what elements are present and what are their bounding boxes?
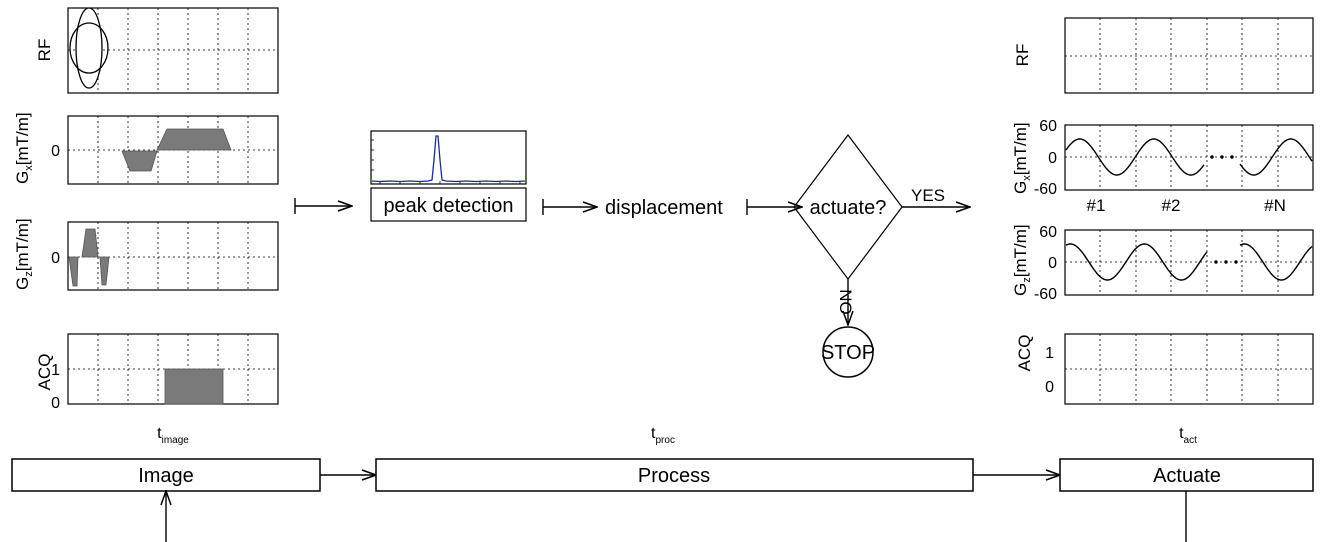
process-stage-label: Process [638, 465, 710, 487]
t-act-label: tact [1179, 425, 1197, 446]
right-acq-grid [1065, 334, 1313, 404]
gz-actuation-waveform [1065, 243, 1313, 281]
spectrum-plot [370, 130, 527, 185]
right-gx-ytick-0: 0 [1048, 150, 1057, 167]
left-gz-ylabel-main: G [13, 277, 32, 290]
gx-readout-lobe [156, 128, 232, 151]
stop-circle [822, 326, 874, 378]
acq-window [164, 368, 224, 405]
peak-detection-box [370, 187, 527, 222]
image-stage-box [11, 458, 321, 492]
displacement-label: displacement [605, 197, 723, 219]
process-flow: peak detection displacement actuate? YES… [294, 130, 970, 446]
left-gz-grid [68, 222, 278, 290]
left-gx-panel: 0 Gx[mT/m] [13, 112, 279, 185]
peak-detection-label: peak detection [383, 195, 513, 217]
rf-pulse-shape [69, 7, 109, 89]
left-gx-ylabel-sub: x [23, 165, 35, 171]
t-proc-sub: proc [656, 435, 675, 446]
actuate-stage-box [1059, 458, 1314, 492]
left-rf-ylabel: RF [35, 39, 54, 62]
left-gz-ylabel-unit: [mT/m] [13, 218, 32, 271]
left-gz-ylabel: Gz[mT/m] [13, 218, 35, 290]
right-gz-panel: 60 0 -60 Gz[mT/m] [1011, 224, 1314, 303]
yes-label: YES [911, 186, 945, 205]
right-gx-ytick-60: 60 [1039, 118, 1057, 135]
pulse-label-2: #2 [1162, 196, 1181, 215]
right-acq-panel: 1 0 ACQ [1015, 333, 1314, 405]
left-gz-ytick-0: 0 [51, 250, 60, 267]
right-gx-ylabel: Gx[mT/m] [1011, 122, 1033, 194]
stop-label: STOP [821, 342, 875, 364]
pulse-label-n: #N [1264, 196, 1286, 215]
left-acq-ytick-0: 0 [51, 395, 60, 412]
right-acq-ytick-0: 0 [1045, 379, 1054, 396]
left-sequence-panels: RF 0 Gx[mT/m] [13, 7, 279, 446]
right-gz-ylabel-sub: z [1021, 277, 1033, 283]
gx-prephaser-lobe [121, 150, 158, 172]
right-gx-ylabel-main: G [1011, 181, 1030, 194]
svg-text:Gx[mT/m]: Gx[mT/m] [1011, 122, 1033, 194]
left-rf-grid [68, 8, 278, 93]
svg-text:Gz[mT/m]: Gz[mT/m] [13, 218, 35, 290]
gx-actuation-waveform [1065, 138, 1313, 176]
t-act-main: t [1179, 425, 1184, 442]
gz-ellipsis-dots [1214, 260, 1238, 264]
right-gz-ylabel-unit: [mT/m] [1011, 224, 1030, 277]
right-gx-ylabel-unit: [mT/m] [1011, 122, 1030, 175]
t-image-sub: image [162, 435, 190, 446]
right-gz-ytick-0: 0 [1048, 255, 1057, 272]
gx-ellipsis-dots [1210, 155, 1234, 159]
left-gx-ytick-0: 0 [51, 143, 60, 160]
right-sequence-panels: RF 60 0 -60 #1 #2 #N [1011, 17, 1314, 446]
left-acq-ytick-1: 1 [51, 362, 60, 379]
right-gz-ytick-neg60: -60 [1034, 286, 1057, 303]
left-gx-ylabel-main: G [13, 171, 32, 184]
t-proc-label: tproc [651, 425, 675, 446]
t-image-label: timage [157, 425, 189, 446]
t-act-sub: act [1184, 435, 1198, 446]
right-gz-ylabel-main: G [1011, 283, 1030, 296]
svg-text:Gz[mT/m]: Gz[mT/m] [1011, 224, 1033, 296]
decision-label: actuate? [810, 197, 887, 219]
right-rf-grid [1065, 18, 1313, 93]
image-stage-label: Image [138, 465, 194, 487]
right-gz-grid [1065, 230, 1313, 295]
left-gz-ylabel-sub: z [23, 271, 35, 277]
gz-slice-select-shape [68, 228, 110, 287]
left-gz-panel: 0 Gz[mT/m] [13, 218, 279, 291]
right-acq-ytick-1: 1 [1045, 345, 1054, 362]
no-label: NO [836, 289, 855, 315]
right-gz-ylabel: Gz[mT/m] [1011, 224, 1033, 296]
right-rf-ylabel: RF [1013, 44, 1032, 67]
actuate-stage-label: Actuate [1153, 465, 1221, 487]
right-gx-ylabel-sub: x [1021, 175, 1033, 181]
left-acq-ylabel: ACQ [35, 354, 54, 391]
t-proc-main: t [651, 425, 656, 442]
right-rf-panel: RF [1013, 17, 1314, 94]
spectrum-trace [371, 135, 526, 183]
svg-text:Gx[mT/m]: Gx[mT/m] [13, 112, 35, 184]
process-stage-box [375, 458, 974, 492]
pulse-label-1: #1 [1087, 196, 1106, 215]
stage-pipeline: Image Process Actuate [11, 458, 1314, 542]
right-gx-ytick-neg60: -60 [1034, 181, 1057, 198]
left-acq-panel: 1 0 ACQ [35, 333, 279, 412]
left-gx-ylabel-unit: [mT/m] [13, 112, 32, 165]
right-gx-panel: 60 0 -60 #1 #2 #N Gx[mT/m] [1011, 118, 1314, 215]
right-gx-grid [1065, 125, 1313, 190]
right-acq-ylabel: ACQ [1015, 335, 1034, 372]
right-gz-ytick-60: 60 [1039, 224, 1057, 241]
left-gx-ylabel: Gx[mT/m] [13, 112, 35, 184]
left-rf-panel: RF [35, 7, 279, 94]
t-image-main: t [157, 425, 162, 442]
